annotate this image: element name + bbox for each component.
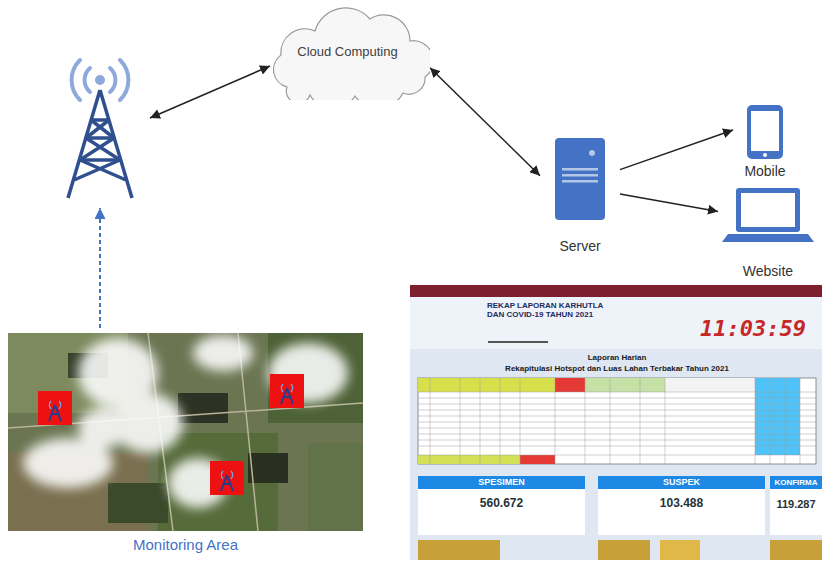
dashboard-screenshot [410, 285, 822, 560]
report-subheading: Rekapitulasi Hotspot dan Luas Lahan Terb… [418, 364, 816, 373]
sensor-marker [49, 405, 61, 421]
stat-tile [418, 540, 500, 560]
connector-arrow [620, 194, 718, 211]
phone-button [763, 153, 767, 157]
node-label: Mobile [744, 163, 785, 181]
report-table [418, 378, 816, 464]
node-label: Website [743, 263, 793, 281]
stat-bar [598, 476, 765, 489]
mobile-node: Mobile [733, 103, 797, 180]
report-table [665, 378, 755, 392]
sensor-marker [38, 391, 72, 425]
uplink-arrow [99, 208, 101, 328]
radio-waves [120, 60, 128, 100]
screen-header [410, 297, 822, 349]
satellite-image [8, 333, 363, 531]
sensor-marker [270, 374, 304, 408]
server-icon [540, 133, 620, 255]
server-led [589, 150, 595, 156]
phone-icon [747, 105, 783, 159]
laptop-base [722, 234, 814, 242]
antenna-tip [95, 75, 105, 85]
report-table [755, 378, 800, 455]
node-label: Cloud Computing [297, 44, 397, 60]
stat-card [770, 489, 822, 535]
sensor-marker [281, 388, 293, 404]
sensor-marker [221, 475, 233, 491]
cloud-node: Cloud Computing [265, 5, 430, 100]
stat-tile [598, 540, 650, 560]
node-label: Server [559, 238, 600, 256]
report-table [418, 378, 816, 464]
stat-heading: KONFIRMA [770, 478, 822, 487]
sensor-marker [210, 461, 244, 495]
server-slot [562, 168, 598, 171]
report-table [520, 455, 555, 464]
screen-ground [410, 285, 822, 560]
clock-time: 11:03:59 [700, 316, 816, 341]
satellite-image [308, 443, 363, 531]
stat-value: 103.488 [598, 497, 765, 511]
report-table [430, 378, 800, 464]
stat-card [418, 489, 585, 535]
server-slot [562, 174, 598, 177]
satellite-image [78, 408, 128, 448]
tower-lattice [68, 90, 132, 198]
connector-arrow [620, 130, 733, 170]
satellite-image [23, 335, 348, 508]
server-node: Server [540, 133, 620, 255]
radio-waves [110, 68, 115, 92]
node-label: Monitoring Area [133, 536, 238, 555]
stat-bar [418, 476, 585, 489]
sensor-marker [270, 374, 304, 408]
sensor-marker [210, 461, 244, 495]
area-icon [8, 333, 363, 531]
stat-tile [660, 540, 700, 560]
satellite-image [268, 333, 363, 423]
dashboard-title: REKAP LAPORAN KARHUTLA DAN COVID-19 TAHU… [487, 301, 607, 319]
laptop-icon [736, 188, 800, 232]
satellite-image [178, 393, 228, 423]
tower-cloud-arrow [150, 66, 270, 118]
stat-card [598, 489, 765, 535]
report-table [418, 378, 816, 464]
report-heading: Laporan Harian [418, 353, 816, 362]
radio-waves [85, 68, 90, 92]
stat-heading: SUSPEK [598, 477, 765, 487]
satellite-image [8, 333, 363, 531]
cloud-shape [274, 8, 430, 100]
report-table [585, 378, 665, 392]
monitoring-area-node: Monitoring Area [8, 333, 363, 555]
server-icon [555, 138, 605, 220]
satellite-image [193, 335, 253, 371]
report-table [418, 392, 816, 455]
report-table [418, 455, 520, 464]
stat-tile [770, 540, 822, 560]
radio-tower [68, 60, 132, 198]
report-table [418, 378, 555, 392]
stat-value: 119.287 [770, 498, 822, 511]
laptop-screen [741, 193, 795, 227]
sensor-marker [38, 391, 72, 425]
stat-bar [770, 476, 822, 489]
satellite-image [248, 453, 288, 483]
report-table [555, 378, 585, 392]
tower-lattice [74, 120, 126, 180]
website-node: Website [718, 182, 818, 280]
stat-value: 560.672 [418, 497, 585, 511]
radio-waves [72, 60, 80, 100]
stat-heading: SPESIMEN [418, 477, 585, 487]
screen-top-bar [410, 285, 822, 297]
server-slot [562, 180, 598, 183]
audio-slider [488, 341, 548, 343]
satellite-image [108, 483, 168, 523]
satellite-image [8, 333, 363, 531]
phone-screen [751, 111, 779, 151]
connector-arrow [430, 68, 540, 176]
